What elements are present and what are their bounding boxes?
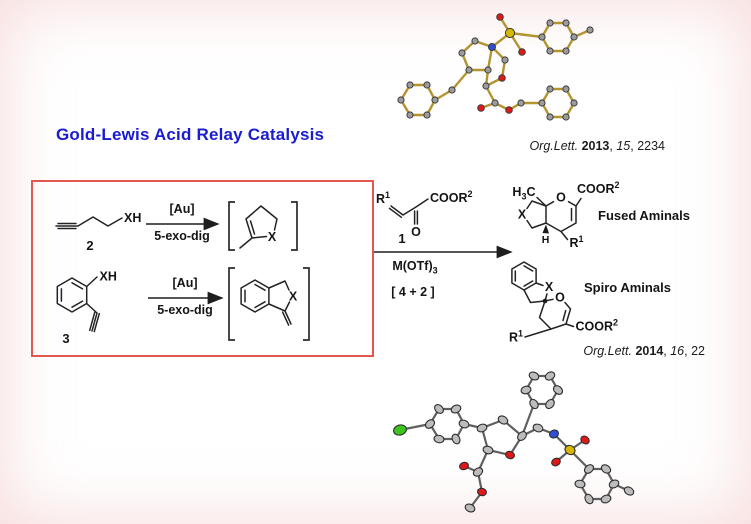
nitrogen-atom (548, 429, 560, 439)
substrate-2-xh-label: XH (124, 211, 141, 225)
intermediate-2-heteroatom-label: X (289, 290, 298, 304)
fused-product-structure: O X H3C COOR2 R1 H Fused Aminals (512, 180, 690, 250)
catalyst-label: M(OTf)3 (392, 259, 437, 276)
ester-base: COOR (430, 191, 468, 205)
ketoester-r1-label: R1 (376, 190, 390, 206)
spiro-caption: Spiro Aminals (584, 280, 671, 295)
citation-pages: 22 (691, 344, 705, 358)
stereo-wedge (542, 224, 549, 234)
spiro-r1-label: R1 (509, 329, 523, 345)
ketoester-carbonyl-o-label: O (411, 225, 421, 239)
citation-separator: , (684, 344, 692, 358)
methyl-sub: 3 (521, 192, 526, 202)
citation-volume: 15 (616, 139, 631, 153)
oxygen-atom (459, 461, 469, 471)
ester-sup: 2 (468, 189, 473, 199)
carbon-atoms (397, 19, 594, 121)
methyl-h: H (512, 185, 521, 199)
intermediate-1-heteroatom-label: X (268, 230, 277, 244)
r-sup: 1 (385, 190, 390, 200)
citation-year: 2013 (581, 139, 610, 153)
ester-base: COOR (577, 182, 615, 196)
ketoester-number: 1 (398, 231, 405, 246)
fused-ring-o-label: O (556, 191, 566, 205)
cycloaddition-label: [ 4 + 2 ] (391, 285, 434, 299)
page-title: Gold-Lewis Acid Relay Catalysis (56, 125, 325, 144)
intermediate-1-structure: X (228, 201, 298, 251)
oxygen-atom (580, 435, 590, 445)
spiro-ester-label: COOR2 (576, 318, 619, 334)
substrate-2-number: 2 (86, 238, 93, 253)
carbon-atoms (424, 371, 635, 513)
methyl-c: C (526, 185, 535, 199)
fused-r1-label: R1 (570, 234, 584, 250)
arrow2-mode-label: 5-exo-dig (157, 303, 213, 317)
oxygen-atom (505, 450, 515, 460)
oxygen-atom (496, 13, 504, 21)
crystal-structure-2013 (397, 13, 594, 121)
crystal-structure-2014 (393, 371, 635, 513)
arrow1-catalyst-label: [Au] (170, 202, 195, 216)
r-sup: 1 (518, 329, 523, 339)
citation-pages: 2234 (637, 139, 665, 153)
spiro-ring-o-label: O (555, 291, 565, 305)
intermediate-2-structure: X (228, 267, 310, 341)
ester-sup: 2 (613, 318, 618, 328)
catalyst-sub: 3 (433, 266, 438, 276)
substrate-3-number: 3 (62, 331, 69, 346)
sulfur-atom (504, 27, 516, 39)
r-sup: 1 (579, 234, 584, 244)
citation-separator: , (663, 344, 671, 358)
substrate-3-structure: XH 3 (56, 270, 117, 346)
citation-separator: , (609, 139, 617, 153)
substrate-2-structure: XH 2 (55, 211, 141, 253)
oxygen-atom (477, 104, 485, 112)
fused-caption: Fused Aminals (598, 208, 690, 223)
arrow2-catalyst-label: [Au] (173, 276, 198, 290)
fused-heteroatom-label: X (518, 208, 527, 222)
catalyst-base: M(OTf) (392, 259, 432, 273)
ester-base: COOR (576, 320, 614, 334)
main-arrow: M(OTf)3 [ 4 + 2 ] (374, 245, 513, 299)
oxygen-atom (477, 487, 487, 497)
fused-methyl-label: H3C (512, 185, 535, 202)
fused-ester-label: COOR2 (577, 180, 620, 196)
spiro-product-structure: X O COOR2 R1 Spiro Aminals (509, 261, 671, 345)
oxygen-atom (518, 48, 526, 56)
chlorine-atom (393, 424, 407, 436)
citation-volume: 16 (670, 344, 685, 358)
ketoester-1-structure: R1 O COOR2 1 (376, 189, 473, 246)
ketoester-ester-label: COOR2 (430, 189, 473, 205)
oxygen-atom (498, 74, 506, 82)
r-base: R (509, 331, 518, 345)
oxygen-atom (551, 457, 561, 467)
substrate-3-xh-label: XH (100, 270, 117, 284)
citation-year: 2014 (635, 344, 664, 358)
ester-sup: 2 (615, 180, 620, 190)
arrow1-mode-label: 5-exo-dig (154, 229, 210, 243)
citation-journal: Org.Lett. (529, 139, 579, 153)
r-base: R (376, 192, 385, 206)
r-base: R (570, 236, 579, 250)
fused-fusion-h-label: H (542, 234, 550, 246)
citation-2014: Org.Lett. 2014, 16, 22 (540, 344, 705, 358)
reaction1-arrow: [Au] 5-exo-dig (146, 202, 220, 243)
red-highlight-box (31, 180, 374, 357)
oxygen-atom (505, 106, 513, 114)
spiro-heteroatom-label: X (545, 280, 554, 294)
reaction2-arrow: [Au] 5-exo-dig (148, 276, 224, 317)
citation-separator: , (630, 139, 638, 153)
citation-2013: Org.Lett. 2013, 15, 2234 (480, 139, 665, 153)
citation-journal: Org.Lett. (583, 344, 632, 358)
nitrogen-atom (488, 43, 496, 51)
sulfur-atom (564, 444, 576, 456)
